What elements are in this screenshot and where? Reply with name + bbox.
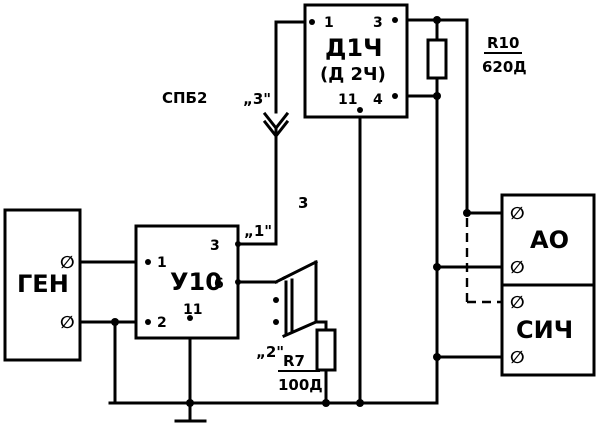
junction-dots bbox=[111, 16, 471, 407]
u10-terminal bbox=[235, 241, 241, 247]
attenuator-d1ch-block: Д1Ч (Д 2Ч) 1 3 11 4 bbox=[303, 3, 409, 119]
sich-terminal-1: ∅ bbox=[510, 293, 525, 313]
u10-terminal bbox=[145, 319, 151, 325]
resistor-r7: R7 100Д bbox=[278, 328, 337, 394]
generator-terminal-1: ∅ bbox=[60, 253, 75, 273]
r7-value: 100Д bbox=[278, 376, 323, 394]
d1ch-pin-3: 3 bbox=[373, 15, 383, 31]
junction-dot bbox=[186, 399, 194, 407]
d1ch-terminal bbox=[309, 19, 315, 25]
u10-pin-1: 1 bbox=[157, 255, 167, 271]
d1ch-pin-4: 4 bbox=[373, 92, 383, 108]
sich-block: СИЧ ∅ ∅ bbox=[500, 283, 596, 377]
ao-terminal-1: ∅ bbox=[510, 204, 525, 224]
switch-contact-dot bbox=[273, 319, 279, 325]
wires bbox=[78, 18, 507, 423]
d1ch-terminal bbox=[392, 93, 398, 99]
d1ch-alt-label: (Д 2Ч) bbox=[320, 64, 386, 85]
generator-terminal-2: ∅ bbox=[60, 313, 75, 333]
connector-contact-label: „3" bbox=[243, 90, 271, 108]
sich-label: СИЧ bbox=[516, 316, 573, 344]
amplifier-u10-block: У10 1 2 3 6 11 bbox=[134, 224, 241, 340]
ao-label: АО bbox=[530, 226, 569, 254]
r10-value: 620Д bbox=[482, 58, 527, 76]
junction-dot bbox=[433, 353, 441, 361]
junction-dot bbox=[433, 16, 441, 24]
connector-labels: СПБ2 „3" „1" „2" 3 bbox=[162, 89, 308, 361]
connector-label: СПБ2 bbox=[162, 89, 207, 107]
junction-dot bbox=[322, 399, 330, 407]
resistor-r10: R10 620Д bbox=[426, 34, 527, 80]
switch-contact-dot bbox=[273, 297, 279, 303]
d1ch-terminal bbox=[357, 107, 363, 113]
switch-position-2-label: „2" bbox=[256, 343, 284, 361]
junction-dot bbox=[463, 209, 471, 217]
u10-terminal bbox=[145, 259, 151, 265]
d1ch-pin-11: 11 bbox=[338, 92, 357, 108]
junction-dot bbox=[433, 263, 441, 271]
u10-pin-6: 6 bbox=[214, 276, 224, 292]
ao-terminal-2: ∅ bbox=[510, 258, 525, 278]
sich-terminal-2: ∅ bbox=[510, 348, 525, 368]
d1ch-terminal bbox=[392, 17, 398, 23]
junction-dot bbox=[433, 92, 441, 100]
switch-position-1-label: „1" bbox=[244, 222, 272, 240]
junction-dot bbox=[111, 318, 119, 326]
u10-pin-11: 11 bbox=[183, 302, 202, 318]
u10-terminal bbox=[187, 315, 193, 321]
generator-label: ГЕН bbox=[17, 270, 69, 298]
d1ch-pin-1: 1 bbox=[324, 15, 334, 31]
junction-dot bbox=[356, 399, 364, 407]
u10-pin-3: 3 bbox=[210, 238, 220, 254]
generator-block: ГЕН ∅ ∅ bbox=[3, 208, 82, 362]
u10-pin-2: 2 bbox=[157, 315, 167, 331]
d1ch-label: Д1Ч bbox=[325, 34, 382, 62]
r7-label: R7 bbox=[283, 352, 305, 370]
switch-position-3-label: 3 bbox=[298, 194, 308, 212]
u10-terminal bbox=[235, 279, 241, 285]
u10-label: У10 bbox=[170, 268, 222, 296]
output-attenuator-ao-block: АО ∅ ∅ bbox=[500, 193, 596, 287]
r10-label: R10 bbox=[487, 34, 519, 52]
